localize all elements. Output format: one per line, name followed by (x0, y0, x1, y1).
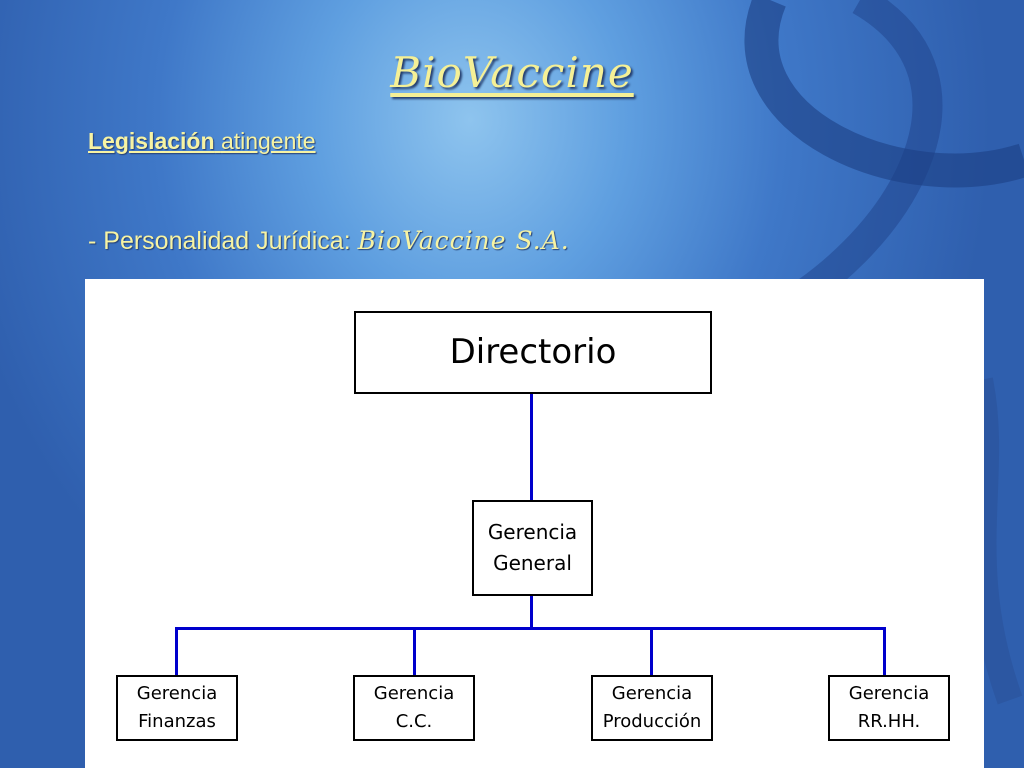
legal-entity-name: BioVaccine S.A. (357, 226, 570, 255)
section-subtitle: Legislación atingente (88, 128, 316, 155)
legal-label: - Personalidad Jurídica: (88, 227, 351, 255)
org-box-rrhh-line2: RR.HH. (857, 711, 921, 732)
connector-bus-to-dept-1 (175, 627, 178, 676)
org-box-cc-line1: Gerencia (373, 683, 455, 705)
org-box-finanzas-line2: Finanzas (138, 711, 216, 732)
org-box-gerencia-finanzas: Gerencia Finanzas (116, 675, 238, 741)
org-box-produccion-line1: Gerencia (611, 683, 693, 705)
subtitle-bold-word: Legislación (88, 128, 215, 154)
connector-bus-to-dept-3 (650, 627, 653, 676)
org-box-directorio: Directorio (354, 311, 712, 394)
connector-middle-to-bus (530, 594, 533, 628)
org-box-gerencia-rrhh: Gerencia RR.HH. (828, 675, 950, 741)
connector-top-to-middle (530, 393, 533, 501)
org-box-gerencia-general: Gerencia General (472, 500, 593, 596)
subtitle-regular-word: atingente (220, 128, 316, 154)
org-box-gerencia-cc: Gerencia C.C. (353, 675, 475, 741)
org-box-gerencia-general-line2: General (493, 551, 572, 575)
connector-bus-to-dept-4 (883, 627, 886, 676)
connector-bus-to-dept-2 (413, 627, 416, 676)
legal-entity-line: - Personalidad Jurídica: BioVaccine S.A. (88, 226, 570, 256)
org-chart-panel: Directorio Gerencia General Gerencia Fin… (85, 279, 984, 768)
connector-horizontal-bus (175, 627, 886, 630)
slide-title: BioVaccine (390, 48, 634, 97)
org-box-finanzas-line1: Gerencia (136, 683, 218, 705)
org-box-gerencia-general-line1: Gerencia (487, 520, 578, 544)
org-box-directorio-label: Directorio (449, 332, 617, 373)
org-box-rrhh-line1: Gerencia (848, 683, 930, 705)
org-box-produccion-line2: Producción (602, 711, 702, 732)
org-box-cc-line2: C.C. (395, 711, 433, 732)
org-box-gerencia-produccion: Gerencia Producción (591, 675, 713, 741)
